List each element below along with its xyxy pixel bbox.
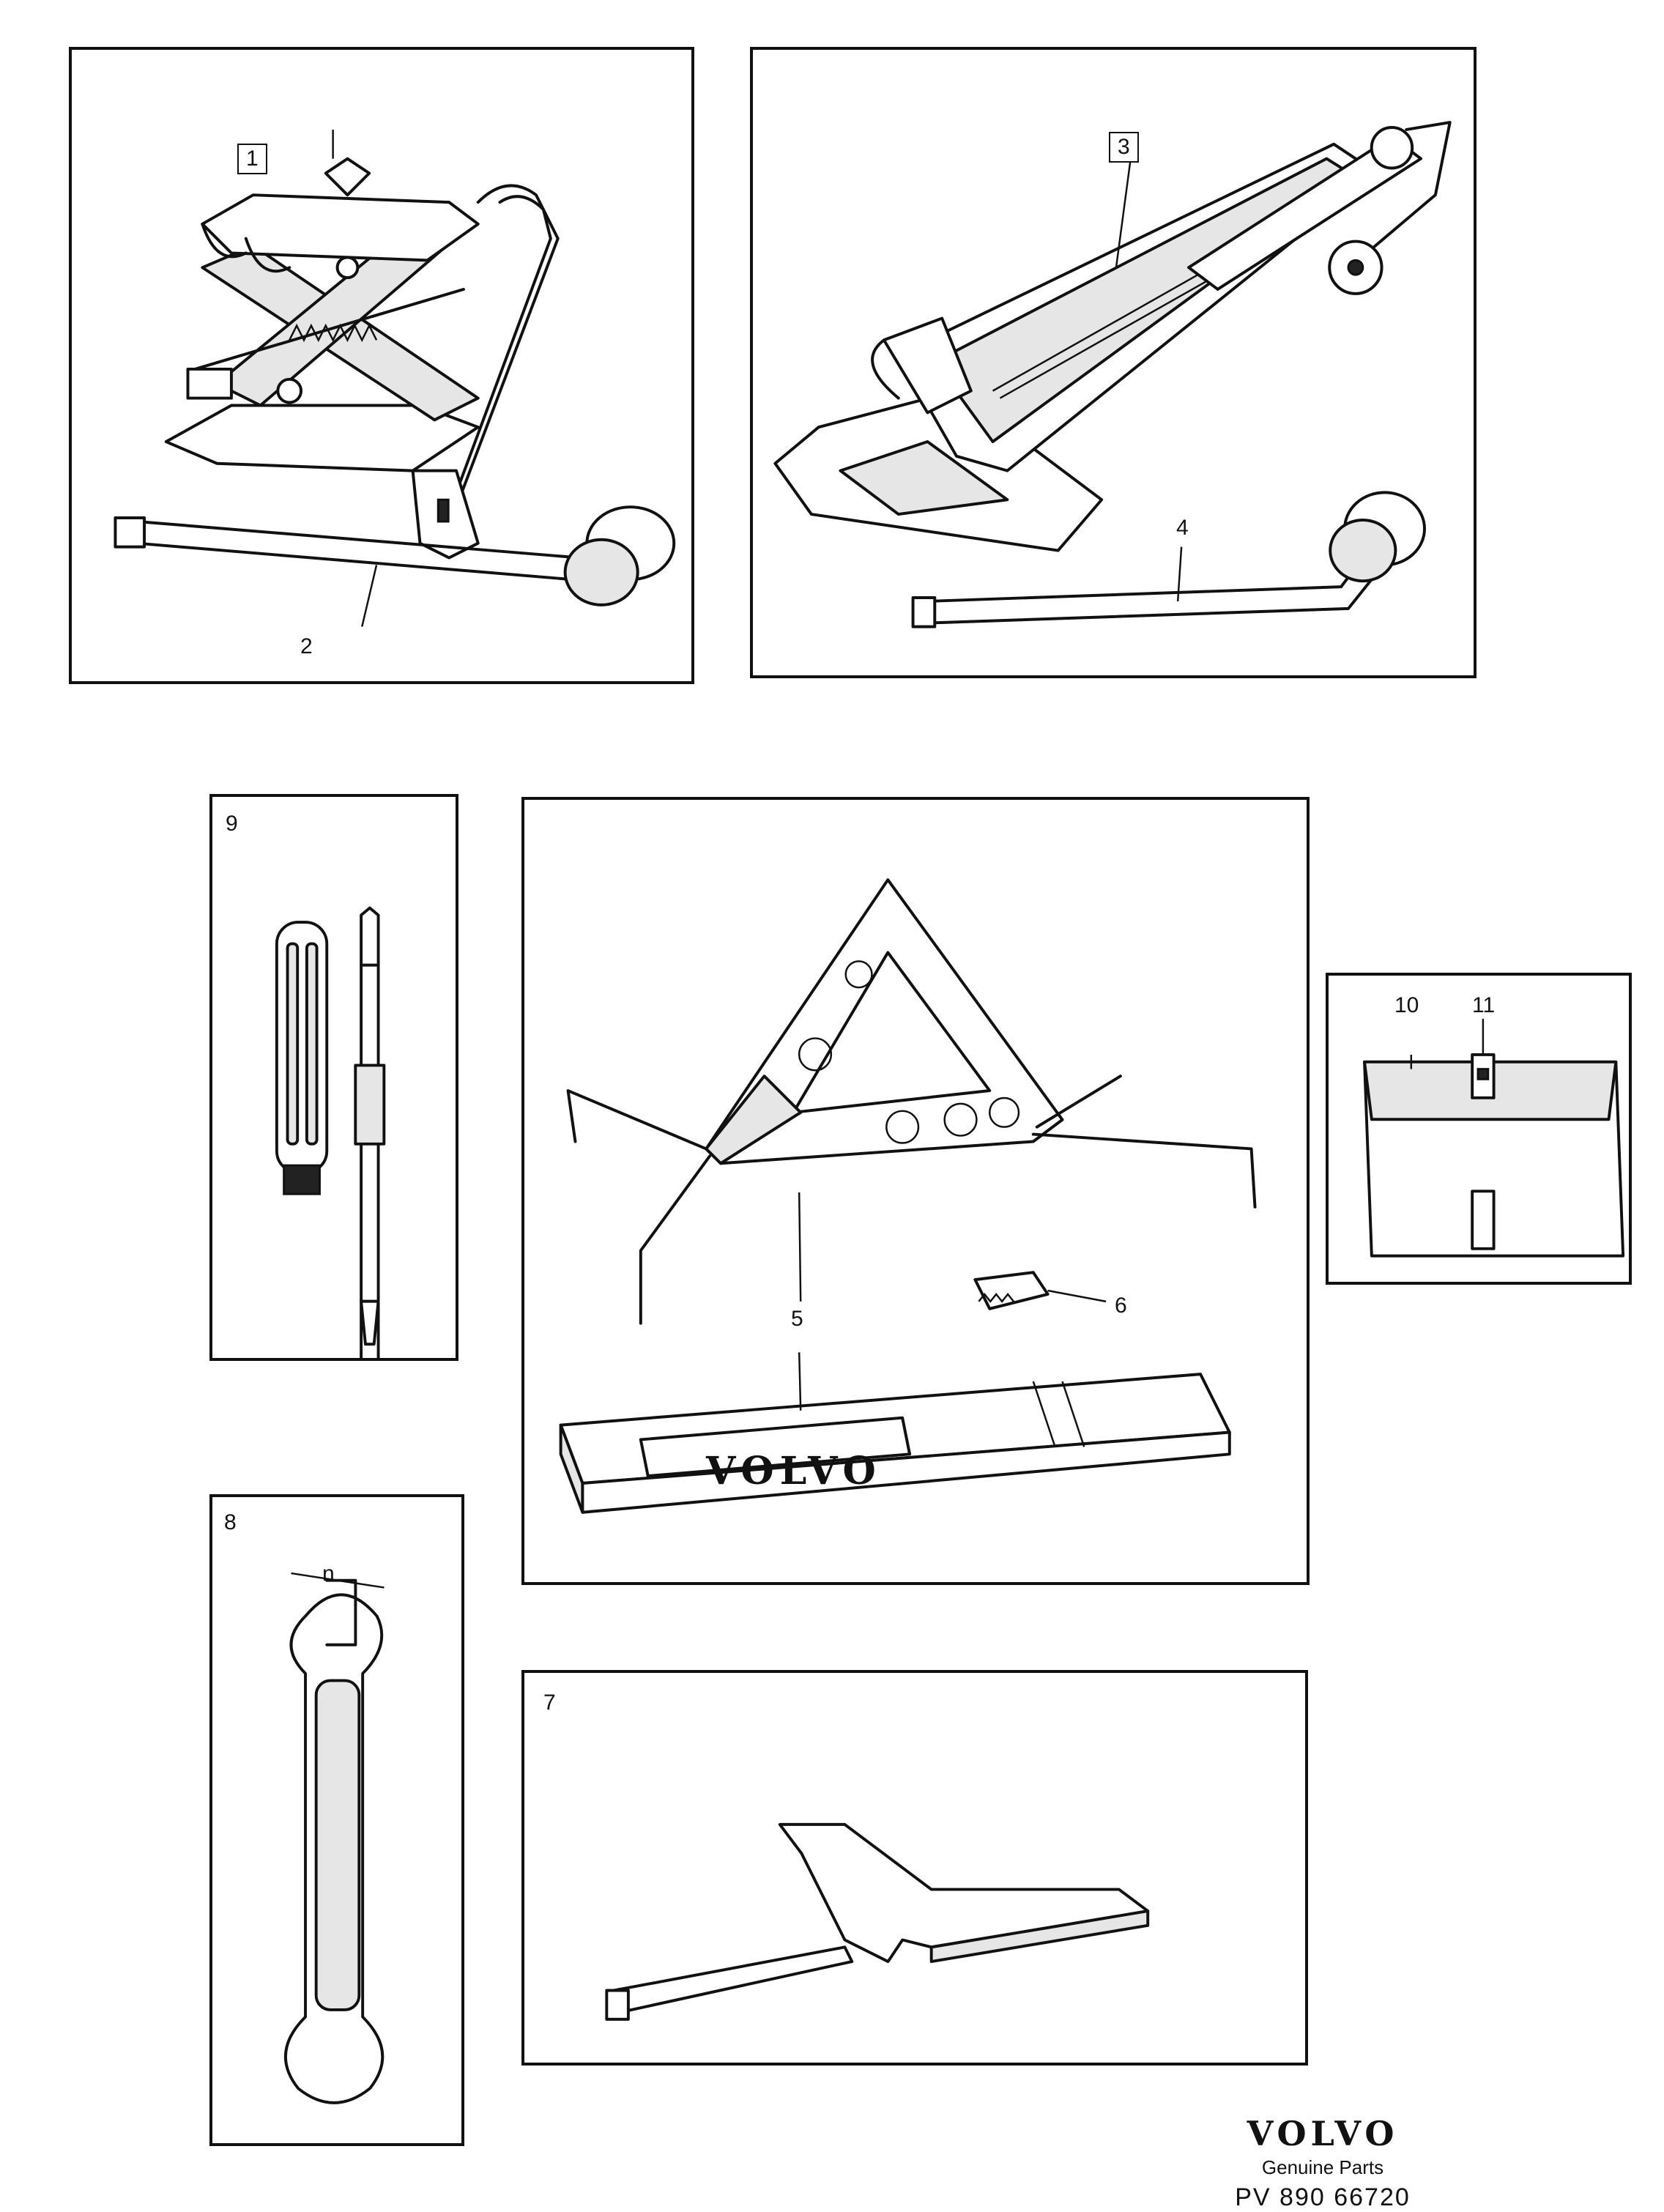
tool-bag-icon (1363, 1018, 1625, 1258)
phillips-screwdriver-icon (354, 906, 386, 1358)
triangle-case-icon (559, 1373, 1231, 1514)
open-end-wrench-icon (283, 1572, 385, 2104)
callout-6: 6 (1115, 1294, 1127, 1318)
callout-9: 9 (226, 812, 238, 836)
callout-1: 1 (237, 144, 267, 174)
callout-5: 5 (791, 1307, 803, 1331)
warning-triangle-icon (559, 878, 1257, 1514)
brand-subtitle: Genuine Parts (1261, 2156, 1384, 2178)
panel-wrench: 8 n (209, 1494, 464, 2146)
brand-block: VOLVO Genuine Parts PV 890 66720 (1213, 2114, 1433, 2212)
callout-10: 10 (1394, 993, 1419, 1017)
panel-tool-bag: 10 11 (1326, 973, 1632, 1285)
callout-3: 3 (1109, 132, 1139, 163)
triangle-clip-icon (973, 1271, 1050, 1310)
t-handle-tool-icon (605, 1822, 1150, 2021)
callout-7: 7 (543, 1690, 556, 1715)
callout-11: 11 (1472, 993, 1496, 1017)
flat-screwdriver-icon (275, 921, 329, 1195)
case-label: VOLVO (706, 1449, 882, 1493)
panel-long-jack: 3 4 (750, 47, 1477, 678)
callout-4: 4 (1176, 516, 1189, 540)
scissor-jack-icon (114, 130, 676, 627)
dimension-n: n (322, 1562, 335, 1586)
callout-8: 8 (224, 1510, 237, 1534)
part-code: PV 890 66720 (1235, 2183, 1411, 2211)
bag-clasp-icon (1471, 1053, 1496, 1099)
screwdriver-set-icon (275, 906, 386, 1358)
long-jack-icon (773, 121, 1452, 628)
panel-warning-triangle: 5 6 VOLVO (521, 797, 1310, 1585)
panel-t-handle: 7 (521, 1670, 1308, 2066)
panel-screwdrivers: 9 (209, 794, 458, 1361)
brand-logo: VOLVO (1247, 2114, 1399, 2153)
panel-scissor-jack: 1 2 (69, 47, 694, 684)
callout-2: 2 (300, 634, 313, 658)
